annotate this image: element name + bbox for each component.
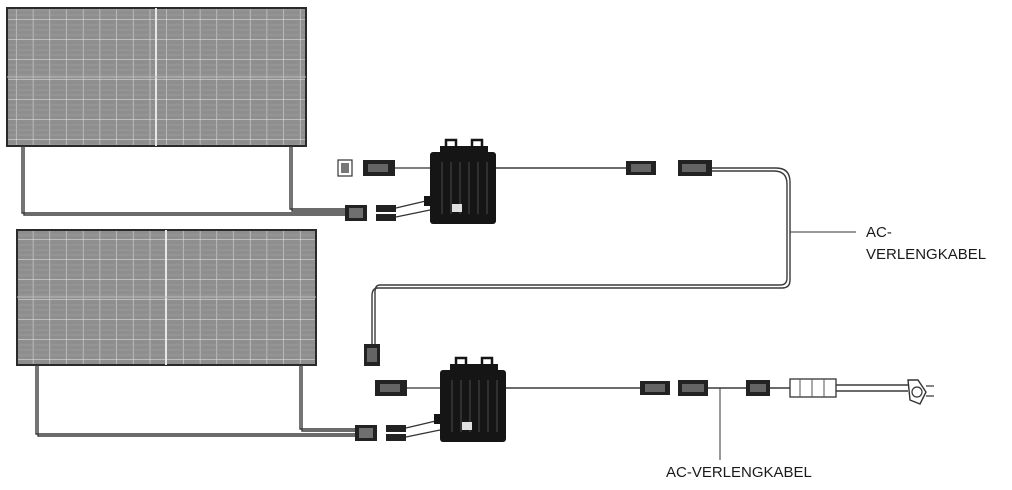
ac-connector-icon xyxy=(746,380,770,396)
solar-panel-top xyxy=(6,7,307,147)
mc4-connector-icon xyxy=(355,425,377,441)
ac-connector-icon xyxy=(678,380,708,396)
ac-connector-icon xyxy=(678,160,712,176)
dc-cables xyxy=(21,146,355,437)
microinverter-icon xyxy=(424,138,496,224)
mc4-connector-icon xyxy=(363,160,432,176)
mc4-connector-icon xyxy=(375,380,440,396)
ac-connector-icon xyxy=(640,381,670,395)
ac-extension-cable-label: AC- VERLENGKABEL xyxy=(866,222,986,266)
mc4-connector-icon xyxy=(386,419,441,441)
ac-connector-icon xyxy=(626,161,656,175)
mc4-connector-icon xyxy=(345,205,367,221)
ac-extension-cable-label-line2: VERLENGKABEL xyxy=(866,246,987,263)
end-cap-icon xyxy=(337,159,353,177)
ac-extension-cable-label-bottom: AC-VERLENGKABEL xyxy=(666,464,812,481)
solar-panel-bottom xyxy=(16,229,317,366)
microinverter-icon xyxy=(434,356,506,442)
ac-plug-icon xyxy=(907,379,934,405)
mc4-connector-icon xyxy=(376,199,431,221)
ac-cables xyxy=(371,167,908,392)
ac-extension-cable-label-line1: AC- xyxy=(866,224,892,241)
ac-connector-icon xyxy=(789,378,837,398)
ac-connector-icon xyxy=(364,344,380,366)
